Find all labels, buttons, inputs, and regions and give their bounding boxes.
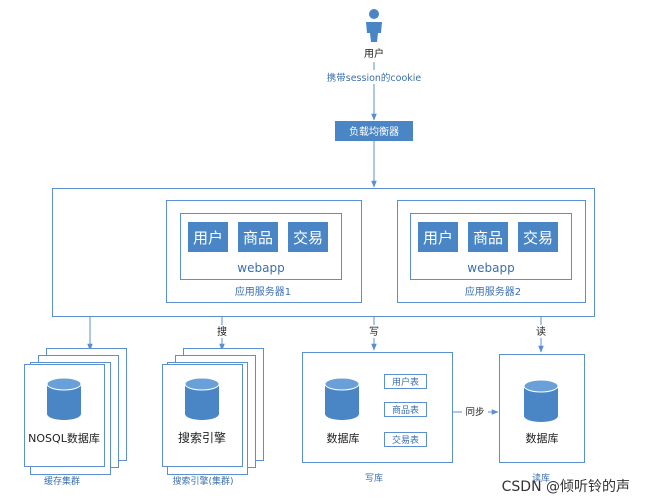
- database-icon: [46, 377, 82, 420]
- table-box: [384, 432, 427, 447]
- module-label: 交易: [293, 229, 323, 247]
- edge-label-bg: [310, 70, 440, 84]
- module-user: [418, 222, 458, 252]
- search-db-label: 搜索引擎: [178, 430, 226, 445]
- server-label: 应用服务器1: [235, 285, 291, 298]
- database-icon: [324, 377, 360, 420]
- server-label: 应用服务器2: [465, 285, 521, 298]
- edge-label-cookie: 携带session的cookie: [327, 72, 422, 84]
- edge-label-bg: [462, 404, 488, 418]
- table-label: 用户表: [392, 376, 419, 388]
- edge-label-bg: [367, 325, 381, 338]
- edge-label-read: 读: [536, 325, 546, 338]
- module-trade: [518, 222, 558, 252]
- nosql-db-label: NOSQL数据库: [28, 431, 100, 445]
- read-db-caption: 读库: [532, 472, 550, 484]
- table-label: 商品表: [392, 404, 419, 416]
- table-label: 交易表: [392, 434, 419, 446]
- webapp-label: webapp: [237, 261, 284, 275]
- table-box: [384, 402, 427, 417]
- database-icon: [184, 377, 220, 420]
- module-label: 用户: [423, 229, 453, 247]
- module-goods: [468, 222, 508, 252]
- database-icon: [523, 379, 559, 422]
- edge-label-bg: [215, 325, 229, 338]
- app-server-area: [52, 188, 595, 317]
- write-db-caption: 写库: [365, 472, 383, 484]
- load-balancer-label: 负载均衡器: [349, 125, 399, 138]
- module-label: 用户: [193, 229, 223, 247]
- module-goods: [238, 222, 278, 252]
- edge-label-write: 写: [369, 326, 379, 338]
- module-label: 商品: [473, 229, 503, 247]
- edge-label-sync: 同步: [465, 407, 484, 418]
- nosql-caption: 缓存集群: [44, 475, 80, 487]
- edge-label-bg: [534, 325, 548, 338]
- module-user: [188, 222, 228, 252]
- module-label: 商品: [243, 229, 273, 247]
- table-box: [384, 374, 427, 389]
- load-balancer: [335, 121, 413, 141]
- write-db-label: 数据库: [327, 431, 360, 445]
- webapp-label: webapp: [467, 261, 514, 275]
- watermark-text: CSDN @倾听铃的声: [502, 479, 630, 495]
- user-label: 用户: [364, 47, 384, 60]
- module-trade: [288, 222, 328, 252]
- read-db-label: 数据库: [526, 431, 559, 445]
- edge-label-search: 搜: [217, 325, 227, 338]
- search-caption: 搜索引擎(集群): [172, 475, 233, 487]
- module-label: 交易: [523, 229, 553, 247]
- person-icon: [366, 9, 382, 42]
